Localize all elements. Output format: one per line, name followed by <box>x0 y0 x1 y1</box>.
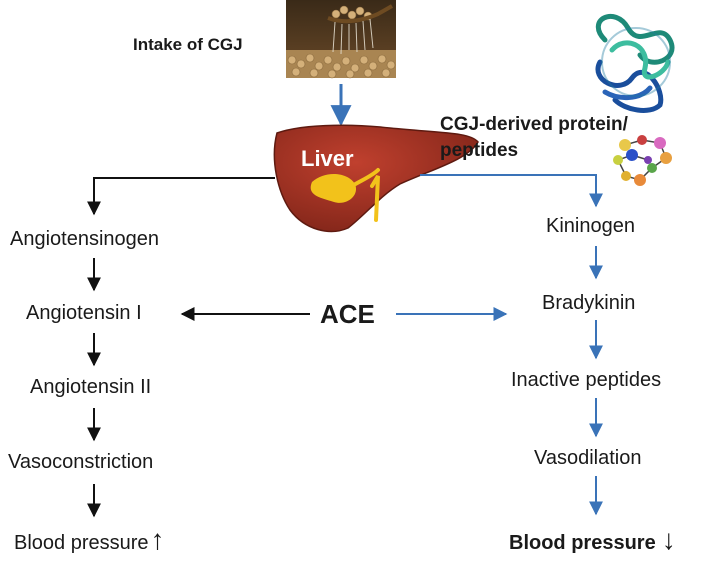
right-outcome-blood-pressure: Blood pressure↓ <box>509 526 676 555</box>
left-outcome-blood-pressure: Blood pressure↑ <box>14 526 165 555</box>
liver-image <box>273 124 479 233</box>
right-outcome-label: Blood pressure <box>509 532 656 554</box>
right-step-inactive-peptides: Inactive peptides <box>511 369 662 391</box>
protein-structure-image <box>595 14 675 113</box>
ace-label: ACE <box>320 299 375 329</box>
liver-label: Liver <box>301 146 354 171</box>
left-step-angiotensin-ii: Angiotensin II <box>30 376 152 398</box>
liver-to-right-pathway-connector <box>420 174 603 208</box>
protein-label-line1: CGJ-derived protein/ <box>440 114 628 135</box>
peptide-chain-icon <box>613 135 672 186</box>
right-step-vasodilation: Vasodilation <box>534 447 642 469</box>
protein-label-line2: peptides <box>440 140 519 161</box>
left-step-angiotensinogen: Angiotensinogen <box>10 228 160 250</box>
gallbladder-icon <box>310 173 357 203</box>
liver-to-left-pathway-connector <box>87 177 275 216</box>
left-step-vasoconstriction: Vasoconstriction <box>8 451 154 473</box>
bean-intake-image <box>286 0 396 79</box>
intake-label: Intake of CGJ <box>133 35 243 54</box>
left-step-angiotensin-i: Angiotensin I <box>26 302 142 324</box>
right-step-kininogen: Kininogen <box>546 215 635 237</box>
arrow-down-icon: ↓ <box>661 524 676 555</box>
arrow-up-icon: ↑ <box>150 524 165 555</box>
left-outcome-label: Blood pressure <box>14 532 149 554</box>
right-step-bradykinin: Bradykinin <box>542 292 636 314</box>
